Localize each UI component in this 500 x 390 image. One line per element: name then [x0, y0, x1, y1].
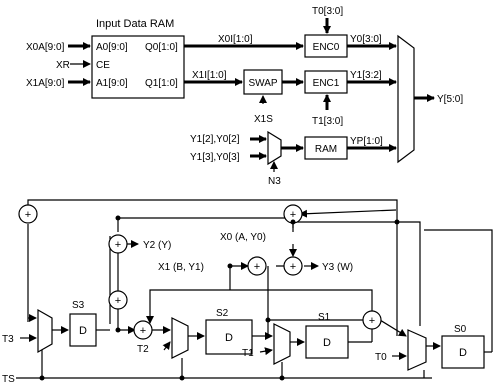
junction-dot: [227, 263, 233, 269]
adder-e-sign: +: [140, 325, 146, 337]
reg-s3: [69, 313, 97, 347]
label-x0: X0 (A, Y0): [220, 232, 266, 243]
adder-b-sign: +: [115, 239, 121, 251]
reg-s1-d: D: [323, 337, 331, 349]
junction-dot: [115, 215, 121, 221]
adder-c: +: [108, 290, 128, 310]
label-y3: Y3 (W): [322, 262, 353, 273]
adder-g: +: [283, 256, 303, 276]
reg-s2: [205, 319, 253, 355]
mux-t1: [273, 323, 291, 365]
input-data-ram: [91, 35, 185, 99]
label-s1: S1: [318, 312, 331, 323]
n3-mux: [267, 130, 282, 166]
t2-in-wire: [162, 341, 171, 351]
feedback-to-top-adder: [299, 209, 397, 218]
port-a1: A1[9:0]: [96, 78, 128, 89]
junction-dot: [39, 375, 45, 381]
t1-in-wire: [259, 347, 273, 356]
label-s3: S3: [72, 300, 85, 311]
adder-b: +: [108, 234, 128, 254]
label-x1i: X1I[1:0]: [192, 70, 227, 81]
output-mux: [397, 34, 415, 164]
label-mux-in-b: Y1[3],Y0[3]: [190, 152, 240, 163]
label-t0: T0: [375, 352, 387, 363]
port-q0: Q0[1:0]: [145, 42, 178, 53]
adder-f-to-mux: [379, 319, 407, 337]
swap-label: SWAP: [248, 78, 277, 89]
label-t1: T1: [242, 348, 254, 359]
label-x1a: X1A[9:0]: [26, 78, 65, 89]
label-y1: Y1[3:2]: [350, 70, 382, 81]
label-x1: X1 (B, Y1): [158, 262, 204, 273]
label-n3: N3: [268, 176, 281, 187]
mux-t2: [171, 317, 189, 359]
adder-f: +: [362, 310, 382, 330]
mid-bus-wire: [149, 289, 373, 314]
label-x0i: X0I[1:0]: [218, 34, 253, 45]
pipeline-section: + + + + + + + + S3 D S2 D S1 D S0 D: [2, 199, 493, 385]
enc1-label: ENC1: [313, 78, 340, 89]
label-ts: TS: [2, 374, 15, 385]
label-t2: T2: [137, 344, 149, 355]
adder-c-sign: +: [115, 295, 121, 307]
label-mux-in-a: Y1[2],Y0[2]: [190, 134, 240, 145]
ram-label: RAM: [315, 144, 337, 155]
reg-s2-d: D: [225, 332, 233, 344]
label-x1s: X1S: [254, 114, 273, 125]
label-x0a: X0A[9:0]: [26, 42, 65, 53]
adder-f-sign: +: [369, 315, 375, 327]
label-t0: T0[3:0]: [312, 6, 343, 17]
enc0-label: ENC0: [313, 42, 340, 53]
tap-right-wire: [292, 221, 421, 326]
junction-dot: [115, 327, 121, 333]
adder-top-sign: +: [290, 209, 296, 221]
junction-dot: [279, 375, 285, 381]
junction-dot: [179, 375, 185, 381]
label-y-out: Y[5:0]: [437, 94, 463, 105]
label-yp: YP[1:0]: [350, 136, 383, 147]
adder-a-sign: +: [25, 209, 31, 221]
label-y2: Y2 (Y): [143, 240, 171, 251]
label-t3: T3: [2, 334, 14, 345]
adder-d-sign: +: [254, 261, 260, 273]
tap-top-wire: [117, 217, 294, 232]
label-s2: S2: [216, 308, 229, 319]
port-ce: CE: [96, 60, 110, 71]
adder-a: +: [18, 204, 38, 224]
port-q1: Q1[1:0]: [145, 78, 178, 89]
mux-t3: [37, 308, 53, 354]
label-xr: XR: [56, 60, 70, 71]
junction-dot: [265, 317, 271, 323]
reg-s0-d: D: [459, 347, 467, 359]
junction-dot: [290, 219, 296, 225]
adder-d: +: [247, 256, 267, 276]
reg-s3-d: D: [79, 325, 87, 337]
adder-e: +: [133, 320, 153, 340]
label-s0: S0: [454, 324, 467, 335]
s2-fwd-wire: [267, 319, 372, 336]
s0-feedback-wire: [424, 229, 493, 352]
port-a0: A0[9:0]: [96, 42, 128, 53]
label-t1: T1[3:0]: [312, 116, 343, 127]
adder-g-sign: +: [290, 261, 296, 273]
reg-s1: [305, 325, 349, 359]
label-y0: Y0[3:0]: [350, 34, 382, 45]
mux-t0: [407, 329, 427, 371]
junction-dot: [394, 219, 400, 225]
encoder-section: Input Data RAM A0[9:0] CE A1[9:0] Q0[1:0…: [26, 6, 463, 187]
ram-title: Input Data RAM: [96, 18, 174, 30]
